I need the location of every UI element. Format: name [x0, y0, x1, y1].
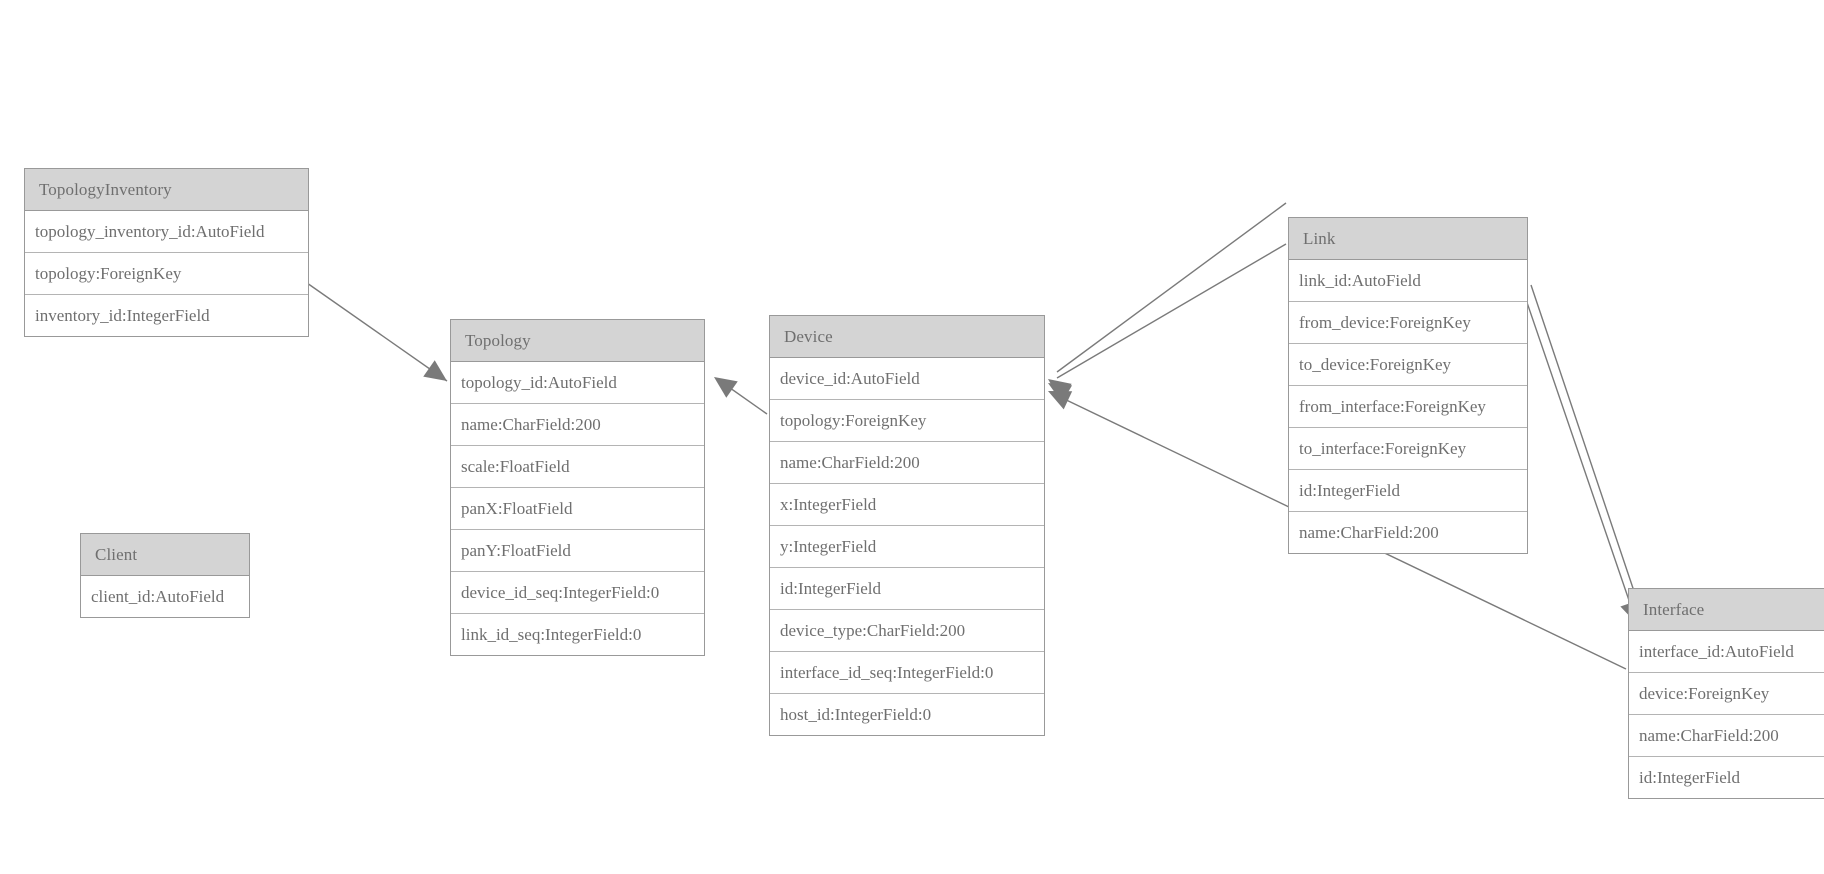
entity-field-device-8[interactable]: host_id:IntegerField:0: [770, 694, 1044, 735]
entity-field-interface-0[interactable]: interface_id:AutoField: [1629, 631, 1824, 673]
rel-link-from-interface-line: [1520, 284, 1634, 613]
rel-device-topology-line: [722, 382, 768, 415]
rel-link-from-interface: [1520, 284, 1640, 624]
entity-field-link-1[interactable]: from_device:ForeignKey: [1289, 302, 1527, 344]
entity-field-link-3[interactable]: from_interface:ForeignKey: [1289, 386, 1527, 428]
entity-field-device-4[interactable]: y:IntegerField: [770, 526, 1044, 568]
entity-field-device-1[interactable]: topology:ForeignKey: [770, 400, 1044, 442]
rel-link-to-device: [1048, 243, 1287, 403]
entity-field-topology_inventory-2[interactable]: inventory_id:IntegerField: [25, 295, 308, 336]
rel-link-to-device-arrowhead: [1048, 383, 1073, 403]
entity-field-interface-2[interactable]: name:CharField:200: [1629, 715, 1824, 757]
rel-link-from-device: [1048, 202, 1287, 401]
rel-topologyinventory-topology: [306, 282, 448, 382]
entity-field-device-5[interactable]: id:IntegerField: [770, 568, 1044, 610]
entity-field-topology-6[interactable]: link_id_seq:IntegerField:0: [451, 614, 704, 655]
entity-field-link-5[interactable]: id:IntegerField: [1289, 470, 1527, 512]
entity-field-topology-4[interactable]: panY:FloatField: [451, 530, 704, 572]
entity-field-topology_inventory-1[interactable]: topology:ForeignKey: [25, 253, 308, 295]
rel-device-topology-arrowhead: [714, 377, 738, 398]
entity-field-device-0[interactable]: device_id:AutoField: [770, 358, 1044, 400]
entity-field-link-6[interactable]: name:CharField:200: [1289, 512, 1527, 553]
entity-field-topology-0[interactable]: topology_id:AutoField: [451, 362, 704, 404]
rel-link-to-interface-line: [1530, 284, 1642, 613]
rel-device-topology: [714, 377, 768, 415]
entity-title-topology: Topology: [451, 320, 704, 362]
rel-link-from-device-arrowhead: [1048, 379, 1072, 401]
entity-field-topology_inventory-0[interactable]: topology_inventory_id:AutoField: [25, 211, 308, 253]
entity-title-interface: Interface: [1629, 589, 1824, 631]
entity-title-client: Client: [81, 534, 249, 576]
rel-topologyinventory-topology-arrowhead: [423, 360, 447, 381]
entity-field-device-6[interactable]: device_type:CharField:200: [770, 610, 1044, 652]
entity-title-device: Device: [770, 316, 1044, 358]
rel-link-to-interface: [1530, 284, 1647, 624]
entity-field-device-2[interactable]: name:CharField:200: [770, 442, 1044, 484]
entity-field-topology-1[interactable]: name:CharField:200: [451, 404, 704, 446]
entity-field-link-4[interactable]: to_interface:ForeignKey: [1289, 428, 1527, 470]
entity-field-topology-2[interactable]: scale:FloatField: [451, 446, 704, 488]
entity-title-link: Link: [1289, 218, 1527, 260]
entity-field-device-3[interactable]: x:IntegerField: [770, 484, 1044, 526]
entity-field-client-0[interactable]: client_id:AutoField: [81, 576, 249, 617]
entity-field-topology-5[interactable]: device_id_seq:IntegerField:0: [451, 572, 704, 614]
rel-interface-device-arrowhead: [1048, 391, 1073, 410]
rel-link-from-device-line: [1056, 202, 1287, 373]
entity-field-interface-1[interactable]: device:ForeignKey: [1629, 673, 1824, 715]
rel-topologyinventory-topology-line: [306, 282, 448, 382]
entity-field-device-7[interactable]: interface_id_seq:IntegerField:0: [770, 652, 1044, 694]
rel-link-to-device-line: [1056, 243, 1287, 379]
entity-field-link-2[interactable]: to_device:ForeignKey: [1289, 344, 1527, 386]
entity-title-topology_inventory: TopologyInventory: [25, 169, 308, 211]
entity-field-topology-3[interactable]: panX:FloatField: [451, 488, 704, 530]
entity-field-link-0[interactable]: link_id:AutoField: [1289, 260, 1527, 302]
entity-field-interface-3[interactable]: id:IntegerField: [1629, 757, 1824, 798]
